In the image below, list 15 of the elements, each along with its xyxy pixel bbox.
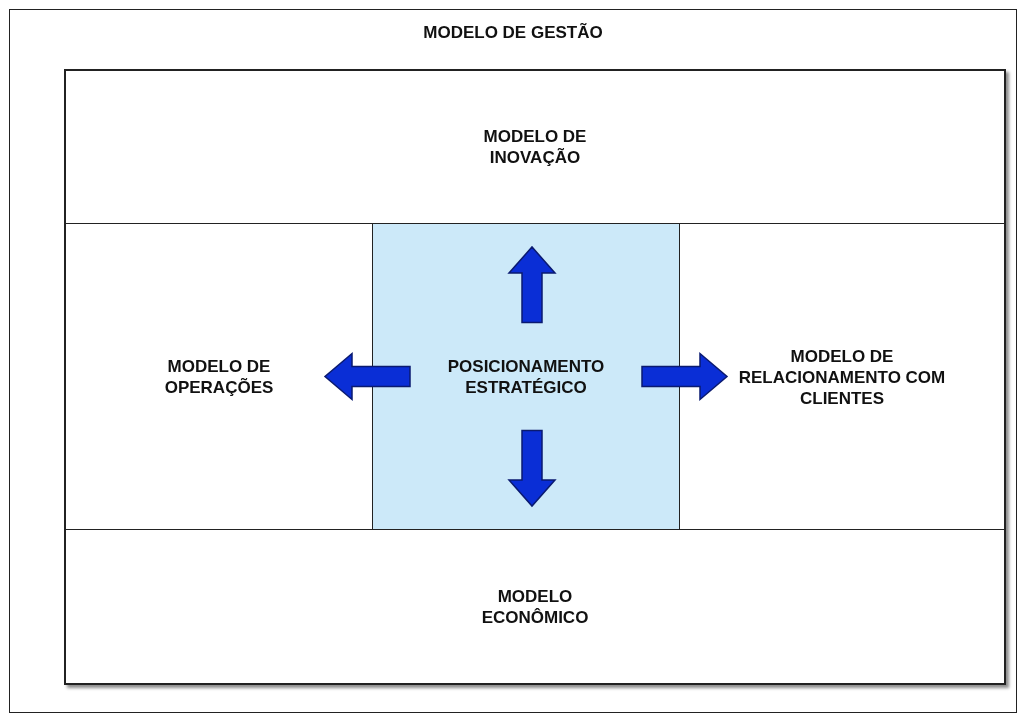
diagram-heading: MODELO DE GESTÃO xyxy=(422,22,604,43)
region-label: MODELO DE RELACIONAMENTO COM CLIENTES xyxy=(737,345,947,408)
region-label: POSICIONAMENTO ESTRATÉGICO xyxy=(446,355,606,398)
block-arrow xyxy=(641,351,729,402)
frame-box xyxy=(64,69,1006,685)
region-label: MODELO ECONÔMICO xyxy=(480,585,590,628)
region-label: MODELO DE INOVAÇÃO xyxy=(482,126,588,168)
block-arrow xyxy=(323,351,411,402)
region-box xyxy=(372,223,680,530)
region-box xyxy=(65,529,1005,684)
block-arrow xyxy=(507,245,557,324)
outer-frame xyxy=(9,9,1017,713)
block-arrow xyxy=(507,429,557,508)
region-box xyxy=(65,70,1005,224)
region-label: MODELO DE OPERAÇÕES xyxy=(163,355,275,398)
